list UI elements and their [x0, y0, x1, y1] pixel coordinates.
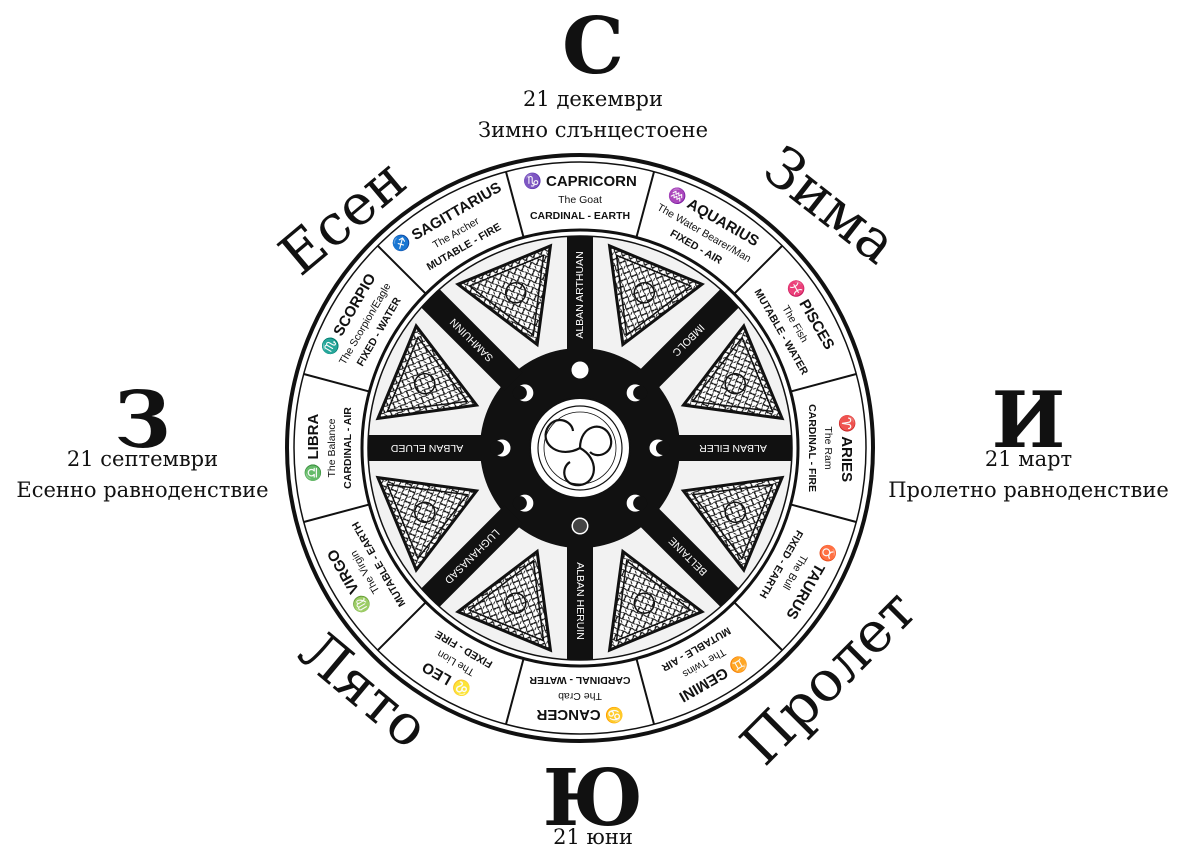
zodiac-description: The Balance — [326, 418, 338, 477]
moon-phase-icon — [627, 385, 647, 401]
moon-phase-icon — [572, 518, 588, 534]
zodiac-description: The Crab — [558, 690, 602, 702]
festival-spoke-alban-heruin: ALBAN HERUIN — [567, 542, 593, 660]
zodiac-name: ♈ ARIES — [838, 414, 856, 482]
festival-label: ALBAN ARTHUAN — [574, 251, 586, 338]
moon-phase-icon — [627, 495, 647, 511]
zodiac-name: ♋ CANCER — [536, 706, 623, 724]
moon-phase-icon — [513, 495, 533, 511]
moon-phase-icon — [490, 440, 510, 456]
festival-label: ALBAN HERUIN — [574, 562, 586, 640]
zodiac-element: CARDINAL - WATER — [529, 674, 631, 686]
moon-phase-icon — [572, 362, 588, 378]
zodiac-name: ♑ CAPRICORN — [523, 172, 637, 190]
zodiac-sign-libra: ♎ LIBRA The Balance CARDINAL - AIR — [304, 407, 354, 489]
moon-phase-icon — [650, 440, 670, 456]
festival-spoke-alban-eiler: ALBAN EILER — [674, 435, 792, 461]
festival-label: ALBAN EILER — [699, 442, 767, 454]
festival-spoke-alban-elued: ALBAN ELUED — [368, 435, 486, 461]
festival-label: ALBAN ELUED — [390, 442, 463, 454]
zodiac-element: CARDINAL - AIR — [342, 407, 354, 489]
zodiac-description: The Ram — [822, 426, 834, 469]
festival-spoke-alban-arthuan: ALBAN ARTHUAN — [567, 236, 593, 354]
zodiac-description: The Goat — [558, 194, 602, 206]
zodiac-element: CARDINAL - FIRE — [806, 404, 818, 492]
zodiac-name: ♎ LIBRA — [304, 413, 322, 482]
moon-phase-icon — [513, 385, 533, 401]
zodiac-element: CARDINAL - EARTH — [530, 210, 630, 222]
